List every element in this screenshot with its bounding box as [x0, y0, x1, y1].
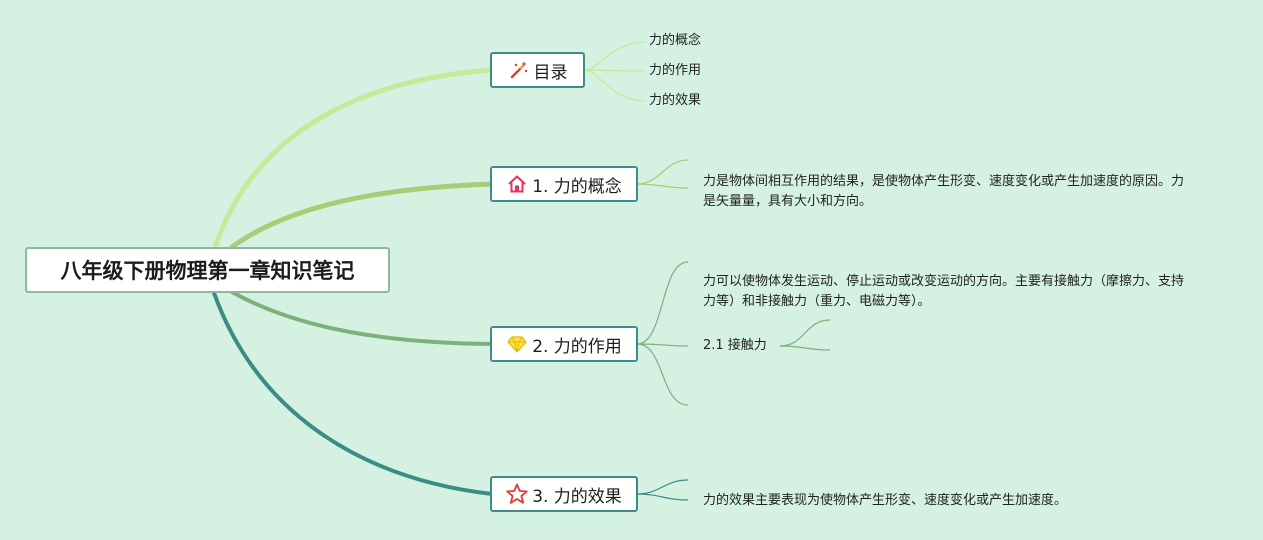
links-toc-children: [583, 41, 647, 102]
branch-topic-effect-label: 3. 力的效果: [532, 486, 622, 507]
star-icon: [506, 483, 528, 505]
toc-item-action[interactable]: 力的作用: [649, 63, 702, 78]
link-root-action: [230, 290, 494, 346]
concept-description[interactable]: 力是物体间相互作用的结果，是使物体产生形变、速度变化或产生加速度的原因。力是矢量…: [703, 174, 1185, 209]
branch-topic-concept[interactable]: 1. 力的概念: [490, 166, 638, 202]
action-subtopic-contact-force[interactable]: 2.1 接触力: [703, 338, 767, 353]
house-icon: [506, 173, 528, 195]
toc-item-concept[interactable]: 力的概念: [649, 33, 702, 48]
link-root-concept: [229, 181, 495, 250]
branch-topic-concept-label: 1. 力的概念: [532, 176, 622, 197]
branch-topic-effect[interactable]: 3. 力的效果: [490, 476, 638, 512]
gem-icon: [506, 333, 528, 355]
effect-description[interactable]: 力的效果主要表现为使物体产生形变、速度变化或产生加速度。: [703, 493, 1068, 508]
root-topic-label: 八年级下册物理第一章知识笔记: [60, 259, 355, 283]
links-concept-children: [636, 159, 689, 189]
branch-topic-toc[interactable]: 目录: [490, 52, 585, 88]
links-effect-children: [636, 479, 689, 501]
branch-topic-toc-label: 目录: [533, 62, 568, 83]
links-action-children: [636, 261, 831, 406]
link-root-toc: [212, 67, 495, 251]
toc-item-effect[interactable]: 力的效果: [649, 93, 702, 108]
branch-topic-action[interactable]: 2. 力的作用: [490, 326, 638, 362]
action-description[interactable]: 力可以使物体发生运动、停止运动或改变运动的方向。主要有接触力（摩擦力、支持力等）…: [703, 274, 1185, 309]
magic-wand-icon: [508, 59, 530, 81]
branch-topic-action-label: 2. 力的作用: [532, 336, 622, 357]
link-root-effect: [212, 291, 494, 496]
root-topic[interactable]: 八年级下册物理第一章知识笔记: [25, 247, 390, 293]
